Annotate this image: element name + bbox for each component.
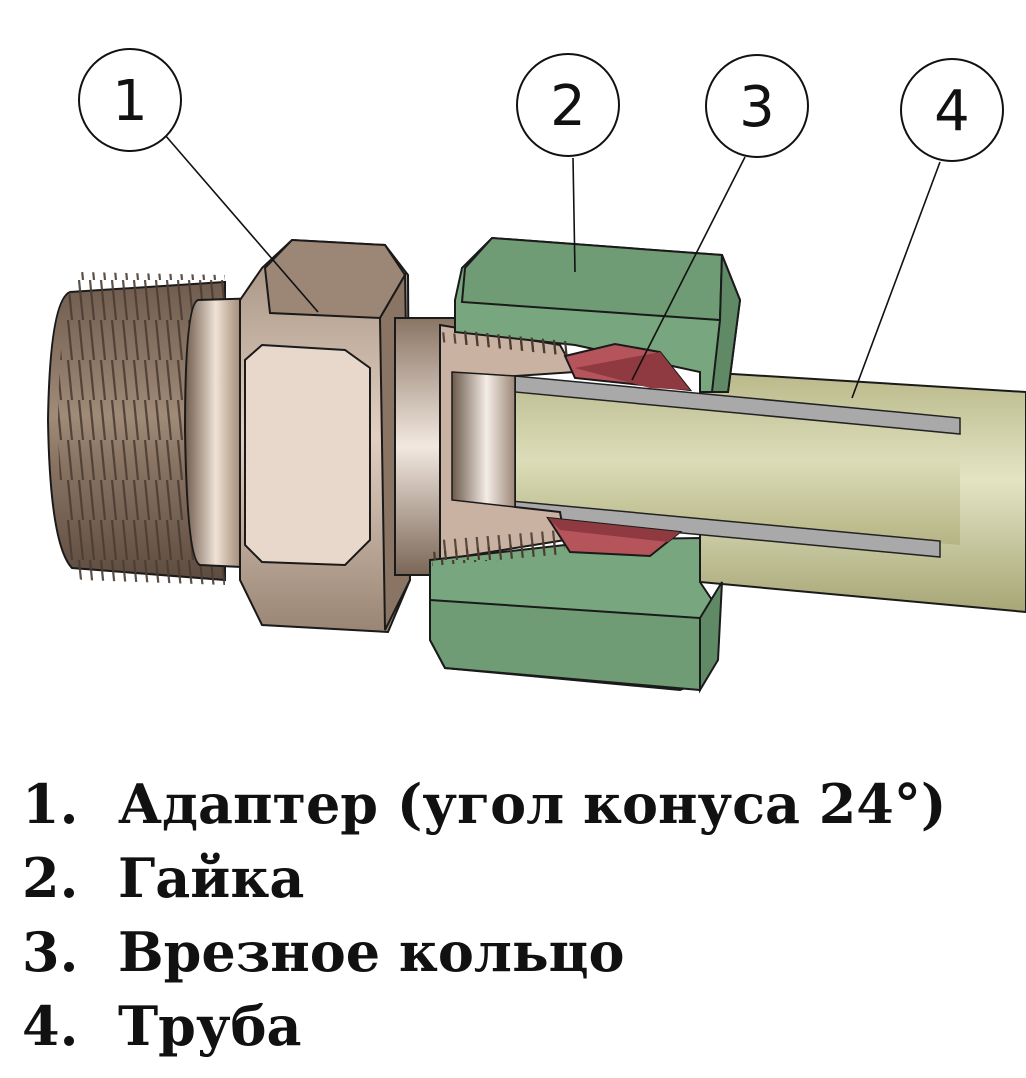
legend-label: Адаптер (угол конуса 24°): [118, 772, 947, 836]
legend-number: 4.: [22, 994, 79, 1058]
legend-label: Труба: [118, 994, 302, 1058]
callout-1-number: 1: [112, 69, 148, 134]
tube-part: [499, 370, 1026, 614]
legend-number: 2.: [22, 846, 79, 910]
leader-line-1: [164, 134, 319, 313]
legend-number: 1.: [22, 772, 79, 836]
leader-line-2: [572, 157, 576, 273]
cutting-ring-part: [546, 342, 693, 558]
callout-1: 1: [78, 48, 182, 152]
legend-item-adapter: 1. Адаптер (угол конуса 24°): [22, 772, 1012, 846]
callout-4: 4: [900, 58, 1004, 162]
callout-2-number: 2: [550, 74, 586, 139]
legend-item-cutting-ring: 3. Врезное кольцо: [22, 920, 1012, 994]
callout-3: 3: [705, 54, 809, 158]
callout-4-number: 4: [934, 79, 970, 144]
callout-3-number: 3: [739, 75, 775, 140]
adapter-part: [46, 238, 577, 634]
parts-legend: 1. Адаптер (угол конуса 24°) 2. Гайка 3.…: [22, 772, 1012, 1068]
legend-item-tube: 4. Труба: [22, 994, 1012, 1068]
leader-lines: [164, 134, 941, 399]
legend-number: 3.: [22, 920, 79, 984]
callout-2: 2: [516, 53, 620, 157]
legend-label: Врезное кольцо: [118, 920, 625, 984]
leader-line-4: [851, 161, 941, 399]
leader-line-3: [631, 156, 746, 381]
nut-part: [429, 236, 742, 694]
legend-label: Гайка: [118, 846, 305, 910]
legend-item-nut: 2. Гайка: [22, 846, 1012, 920]
fitting-cutaway-drawing: 1 2 3 4: [46, 48, 1026, 694]
